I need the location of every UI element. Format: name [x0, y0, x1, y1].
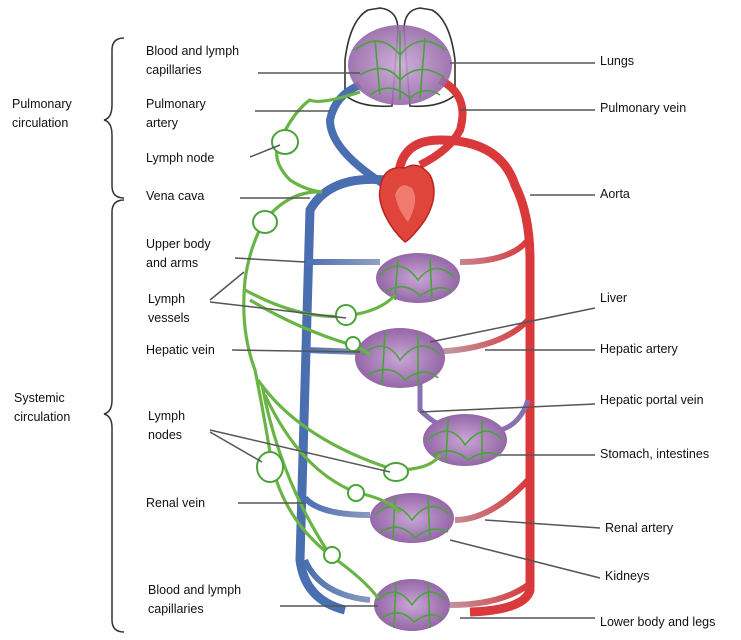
lower-body-loop	[302, 558, 530, 608]
renal-loop	[302, 477, 531, 523]
upper-body-arms-label: Upper body and arms	[146, 235, 211, 273]
label-line: capillaries	[148, 602, 204, 616]
lymph-nodes-label: Lymph nodes	[148, 407, 185, 445]
lymph-node-icon	[347, 484, 365, 502]
lymph-node-icon	[252, 210, 278, 234]
renal-vein-label: Renal vein	[146, 496, 206, 510]
label-line: artery	[146, 116, 178, 130]
stomach-intestines-label: Stomach, intestines	[600, 447, 710, 461]
pulmonary-circulation-label: Pulmonary circulation	[12, 95, 72, 133]
pulmonary-vein-label: Pulmonary vein	[600, 101, 687, 115]
lymph-node-label: Lymph node	[146, 151, 215, 165]
label-line: Upper body	[146, 237, 211, 251]
renal-artery-label: Renal artery	[605, 521, 674, 535]
lungs-label: Lungs	[600, 54, 635, 68]
label-line: Pulmonary	[12, 97, 72, 111]
systemic-bracket	[103, 199, 125, 633]
lymph-node-icon	[383, 462, 409, 482]
label-line: vessels	[148, 311, 190, 325]
aorta-vessel	[393, 135, 535, 617]
label-line: Systemic	[14, 391, 65, 405]
upper-body-capillary-bed	[376, 253, 460, 303]
vena-cava-vessel	[295, 174, 386, 615]
lower-body-legs-label: Lower body and legs	[600, 615, 716, 629]
lymph-node-icon	[271, 129, 299, 155]
vena-cava-label: Vena cava	[146, 189, 205, 203]
label-line: Blood and lymph	[148, 583, 242, 597]
pulmonary-bracket	[103, 37, 125, 199]
lymph-node-icon	[345, 336, 361, 352]
pulmonary-vein-vessel	[418, 76, 467, 169]
label-line: Lymph	[148, 409, 186, 423]
lymph-node-icon	[323, 546, 341, 564]
pulmonary-artery-label: Pulmonary artery	[146, 95, 206, 133]
hepatic-portal-vein-label: Hepatic portal vein	[600, 393, 704, 407]
label-line: and arms	[146, 256, 199, 270]
pulmonary-artery-vessel	[325, 81, 388, 189]
lymph-node-icon	[256, 451, 284, 483]
label-line: Lymph	[148, 292, 186, 306]
kidneys-label: Kidneys	[605, 569, 650, 583]
liver-label: Liver	[600, 291, 628, 305]
leader-lines	[209, 62, 601, 619]
hepatic-vein-label: Hepatic vein	[146, 343, 215, 357]
label-line: Pulmonary	[146, 97, 206, 111]
label-line: Blood and lymph	[146, 44, 240, 58]
capillary-mesh	[354, 30, 503, 629]
blood-lymph-capillaries-bottom-label: Blood and lymph capillaries	[148, 581, 241, 619]
upper-body-loop	[305, 237, 531, 265]
label-line: capillaries	[146, 63, 202, 77]
lymph-node-icon	[335, 304, 357, 326]
systemic-circulation-label: Systemic circulation	[14, 389, 70, 427]
blood-lymph-capillaries-top-label: Blood and lymph capillaries	[146, 42, 239, 80]
lymph-node-group	[252, 129, 409, 564]
hepatic-artery-label: Hepatic artery	[600, 342, 678, 356]
aorta-label: Aorta	[600, 187, 630, 201]
heart-inner	[395, 185, 416, 222]
label-line: circulation	[14, 410, 71, 424]
lymph-vessels-label: Lymph vessels	[148, 290, 190, 328]
liver-capillary-bed	[355, 328, 445, 388]
label-line: circulation	[12, 116, 69, 130]
label-line: nodes	[148, 428, 183, 442]
